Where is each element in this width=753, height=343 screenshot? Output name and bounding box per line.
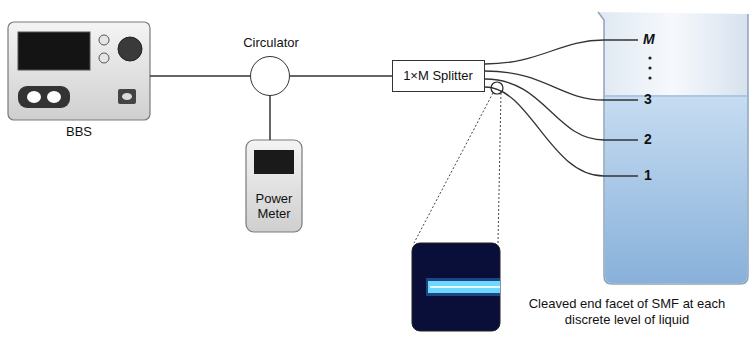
power-meter-device	[246, 140, 302, 232]
level-label: M	[643, 31, 663, 48]
device-socket	[18, 86, 70, 108]
device-body	[8, 22, 150, 120]
device-knob	[118, 37, 142, 61]
fiber-core	[428, 281, 500, 293]
device-body	[246, 140, 302, 232]
fiber-center	[430, 286, 500, 288]
node-label: 1×M Splitter	[393, 68, 483, 84]
node-label: Power Meter	[248, 191, 300, 222]
level-label: 1	[644, 167, 664, 184]
dot	[648, 56, 651, 59]
device-socket-hole	[27, 91, 41, 103]
facet-inset	[412, 243, 500, 331]
fiber-link	[290, 75, 392, 77]
liquid	[605, 96, 747, 283]
node-label: BBS	[8, 124, 150, 140]
dot	[648, 66, 651, 69]
device-port	[118, 89, 136, 104]
source-device: BBS	[8, 22, 150, 120]
beaker-glass	[598, 12, 748, 284]
magnifier-circle	[491, 82, 503, 94]
device-display	[18, 32, 90, 70]
splitter-box: 1×M Splitter	[392, 60, 485, 92]
fiber-link	[150, 75, 250, 77]
fiber	[485, 87, 638, 176]
magnifier-lines	[414, 93, 501, 243]
fiber-glow	[426, 278, 500, 296]
caption-note: Cleaved end facet of SMF at each discret…	[506, 296, 748, 327]
dot	[648, 76, 651, 79]
power-meter: Power Meter	[246, 140, 302, 232]
fiber	[485, 79, 638, 140]
node-label: Circulator	[211, 35, 331, 51]
beaker	[598, 12, 748, 284]
circulator-circle: Circulator	[250, 56, 290, 96]
device-button	[99, 35, 109, 45]
fiber-link	[269, 96, 271, 140]
level-label: 3	[644, 91, 664, 108]
fibers	[485, 40, 638, 176]
fiber	[485, 40, 638, 64]
device-socket-hole	[47, 91, 61, 103]
level-label: 2	[644, 131, 664, 148]
inset-frame	[412, 243, 500, 331]
liquid-surface	[605, 95, 747, 97]
bbs-device	[8, 22, 150, 120]
device-button	[99, 53, 109, 63]
device-display	[254, 150, 294, 174]
ellipsis-dots	[648, 56, 651, 79]
device-port-hole	[122, 93, 132, 100]
